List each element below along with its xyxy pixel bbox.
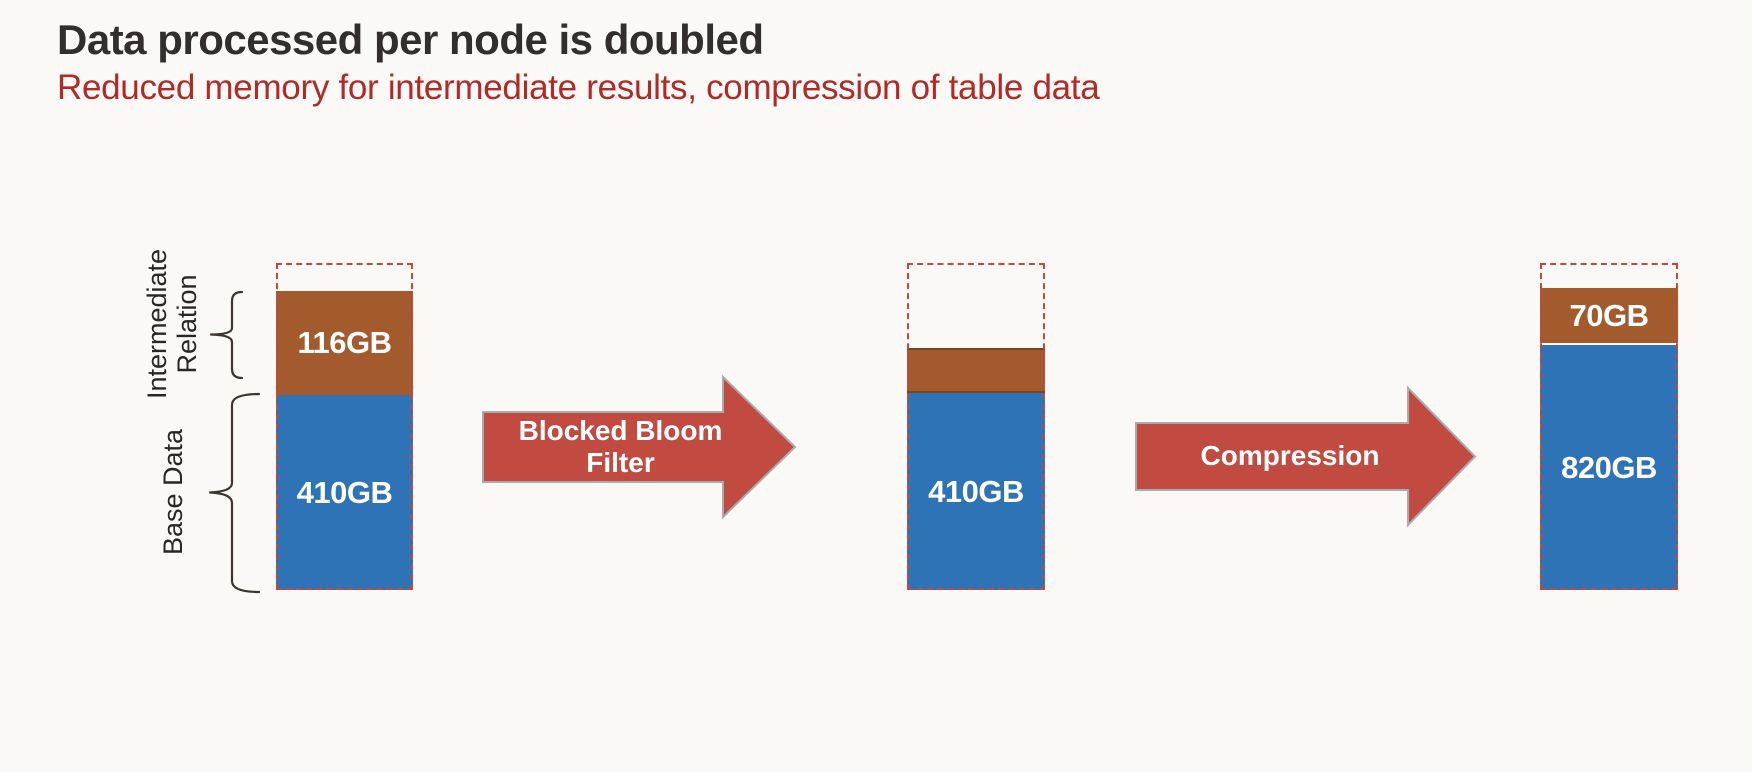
bar-after-compression: 70GB 820GB — [1540, 263, 1678, 590]
segment-base-data: 820GB — [1540, 345, 1678, 590]
block-arrow-icon — [1135, 385, 1477, 528]
segment-intermediate-relation — [907, 348, 1045, 393]
bar-after-bloom-filter: 410GB — [907, 263, 1045, 590]
segment-base-data: 410GB — [907, 393, 1045, 590]
segment-value-label: 410GB — [928, 473, 1024, 509]
slide-subtitle: Reduced memory for intermediate results,… — [57, 68, 1100, 107]
axis-label-base-data: Base Data — [157, 428, 188, 556]
axis-label-intermediate-relation: Intermediate Relation — [142, 249, 202, 399]
segment-intermediate-relation: 70GB — [1540, 288, 1678, 343]
slide-title: Data processed per node is doubled — [57, 16, 764, 63]
segment-value-label: 820GB — [1561, 449, 1657, 485]
arrow-label: Blocked Bloom Filter — [518, 414, 723, 478]
segment-intermediate-relation: 116GB — [276, 291, 413, 395]
arrow-blocked-bloom-filter: Blocked Bloom Filter — [482, 374, 797, 520]
segment-value-label: 116GB — [297, 325, 392, 360]
axis-label-intermediate-line2: Relation — [172, 274, 202, 374]
brace-base-data — [208, 392, 261, 594]
axis-label-intermediate-line1: Intermediate — [141, 248, 172, 400]
segment-value-label: 70GB — [1569, 297, 1649, 333]
bar-initial: 116GB 410GB — [276, 263, 413, 590]
segment-value-label: 410GB — [296, 474, 393, 510]
arrow-label: Compression — [1200, 440, 1380, 472]
segment-base-data: 410GB — [276, 395, 413, 590]
arrow-compression: Compression — [1135, 385, 1477, 528]
brace-intermediate-relation — [209, 290, 244, 380]
block-arrow-icon — [482, 374, 797, 520]
